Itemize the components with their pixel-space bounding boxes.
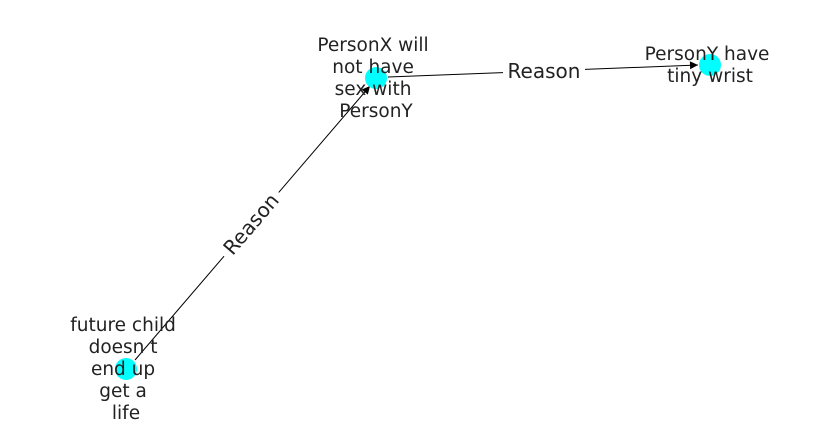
node-label: PersonY have tiny wrist <box>645 44 776 87</box>
node-dot <box>699 54 721 76</box>
node-label: future child doesn t end up get a life <box>70 315 182 424</box>
node-label-line: PersonX will <box>317 35 428 56</box>
edge-label-bg <box>503 58 585 84</box>
node-label: PersonX will not have sex with PersonY <box>317 35 434 122</box>
node-label-line: future child <box>70 315 176 336</box>
node-persony-have-tiny-wrist: PersonY have tiny wrist <box>645 44 776 87</box>
node-label-line: tiny wrist <box>667 66 753 87</box>
edge-a-to-b: Reason <box>387 58 699 84</box>
node-personx-will-not-have-sex: PersonX will not have sex with PersonY <box>317 35 434 122</box>
edge-label-bg <box>213 183 289 265</box>
node-label-line: get a <box>99 381 147 402</box>
node-label-line: PersonY <box>339 101 413 122</box>
edge-label: Reason <box>218 189 284 260</box>
node-dot <box>365 67 387 89</box>
node-dot <box>115 358 137 380</box>
edge-label: Reason <box>508 59 581 83</box>
node-label-line: sex with <box>335 79 412 100</box>
node-future-child-life: future child doesn t end up get a life <box>70 315 182 424</box>
node-label-line: end up <box>91 359 155 380</box>
node-label-line: not have <box>332 57 414 78</box>
node-label-line: doesn t <box>89 337 158 358</box>
node-label-line: life <box>112 403 140 424</box>
node-label-line: PersonY have <box>645 44 770 65</box>
